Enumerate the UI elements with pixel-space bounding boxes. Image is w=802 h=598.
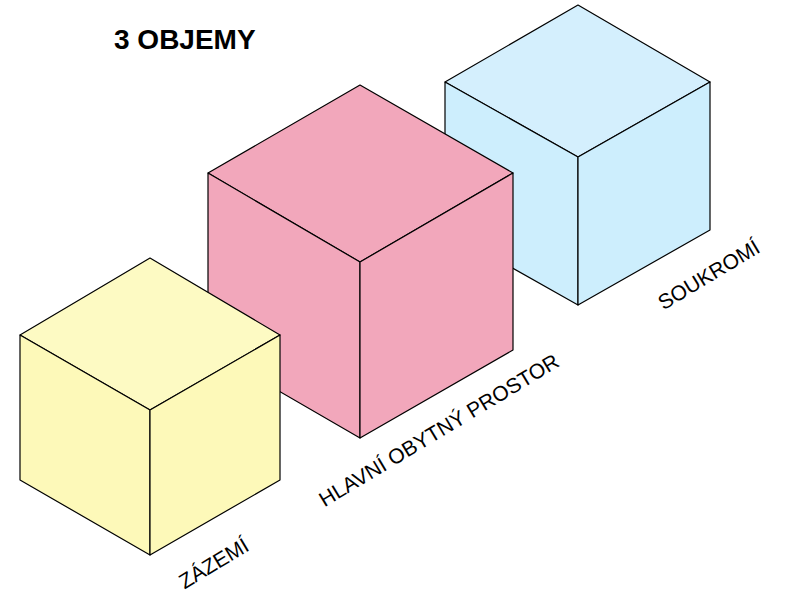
volume-label: ZÁZEMÍ (175, 534, 252, 592)
diagram-title: 3 OBJEMY (114, 26, 256, 54)
